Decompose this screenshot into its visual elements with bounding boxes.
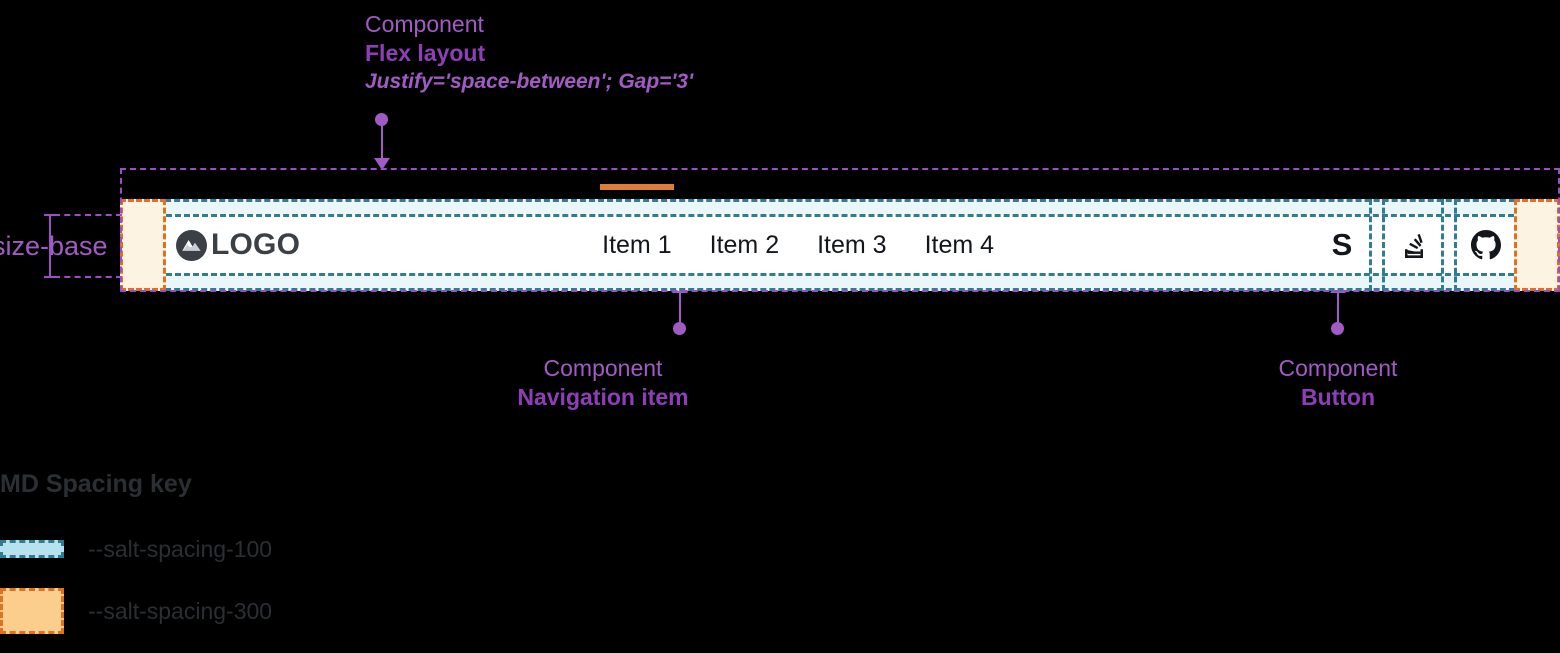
nav-item-label: Item 1 <box>602 230 672 259</box>
annotation-name: Button <box>1300 384 1376 411</box>
spacing-key-label: --salt-spacing-100 <box>88 535 273 562</box>
size-base-dimension-marker <box>44 214 122 278</box>
leader-dot-button <box>1331 322 1344 335</box>
stack-overflow-button[interactable] <box>1386 214 1442 276</box>
dimension-stem <box>49 214 51 278</box>
dimension-extension-bottom <box>54 276 122 278</box>
nav-item-2[interactable]: Item 2 <box>708 225 781 266</box>
annotation-button: Component Button <box>1188 354 1488 413</box>
annotation-kind: Component <box>543 355 663 381</box>
leader-line-nav-item <box>679 292 681 325</box>
spacing-300-pad-left <box>120 199 166 291</box>
annotation-navigation-item: Component Navigation item <box>453 354 753 413</box>
spacing-key-row: --salt-spacing-100 <box>0 529 272 569</box>
spacing-100-swatch <box>0 540 64 558</box>
navbar-actions: S <box>1314 214 1514 276</box>
spacing-300-pad-right <box>1514 199 1560 291</box>
spacing-key: MD Spacing key --salt-spacing-100 --salt… <box>0 470 272 653</box>
nav-item-label: Item 2 <box>709 230 780 259</box>
leader-line-button <box>1337 292 1339 325</box>
annotation-flex-layout: Component Flex layout Justify='space-bet… <box>365 10 693 96</box>
leader-arrow-flex <box>374 158 390 170</box>
leader-line-flex <box>381 119 383 161</box>
annotation-name: Navigation item <box>517 384 689 411</box>
spacing-key-row: --salt-spacing-300 <box>0 588 273 634</box>
letter-s-button[interactable]: S <box>1314 214 1370 276</box>
nav-item-label: Item 3 <box>817 230 887 259</box>
annotation-name: Flex layout <box>365 40 486 67</box>
brand-text: LOGO <box>211 228 301 261</box>
mountain-logo-icon <box>176 229 207 261</box>
active-indicator <box>600 183 674 190</box>
annotation-kind: Component <box>365 11 484 37</box>
dimension-extension-top <box>54 214 122 216</box>
navbar-surface <box>166 214 1514 276</box>
spacing-key-title: MD Spacing key <box>0 470 192 498</box>
navbar-items: Item 1 Item 2 Item 3 Item 4 <box>600 183 996 266</box>
spacing-300-swatch <box>0 588 64 634</box>
leader-dot-nav-item <box>673 322 686 335</box>
stack-overflow-icon <box>1399 230 1429 260</box>
navbar: LOGO Item 1 Item 2 Item 3 Item 4 S <box>166 183 1514 276</box>
nav-item-label: Item 4 <box>924 230 995 259</box>
github-button[interactable] <box>1458 214 1514 276</box>
nav-item-4[interactable]: Item 4 <box>923 225 996 266</box>
letter-s-icon: S <box>1331 227 1353 262</box>
github-icon <box>1471 230 1501 260</box>
spacing-key-label: --salt-spacing-300 <box>88 597 273 624</box>
size-base-label: size-base <box>0 231 108 261</box>
nav-item-3[interactable]: Item 3 <box>815 225 888 266</box>
nav-item-1[interactable]: Item 1 <box>600 183 674 266</box>
brand-logo[interactable]: LOGO <box>166 228 300 262</box>
annotation-props: Justify='space-between'; Gap='3' <box>365 69 694 93</box>
annotation-kind: Component <box>1278 355 1398 381</box>
